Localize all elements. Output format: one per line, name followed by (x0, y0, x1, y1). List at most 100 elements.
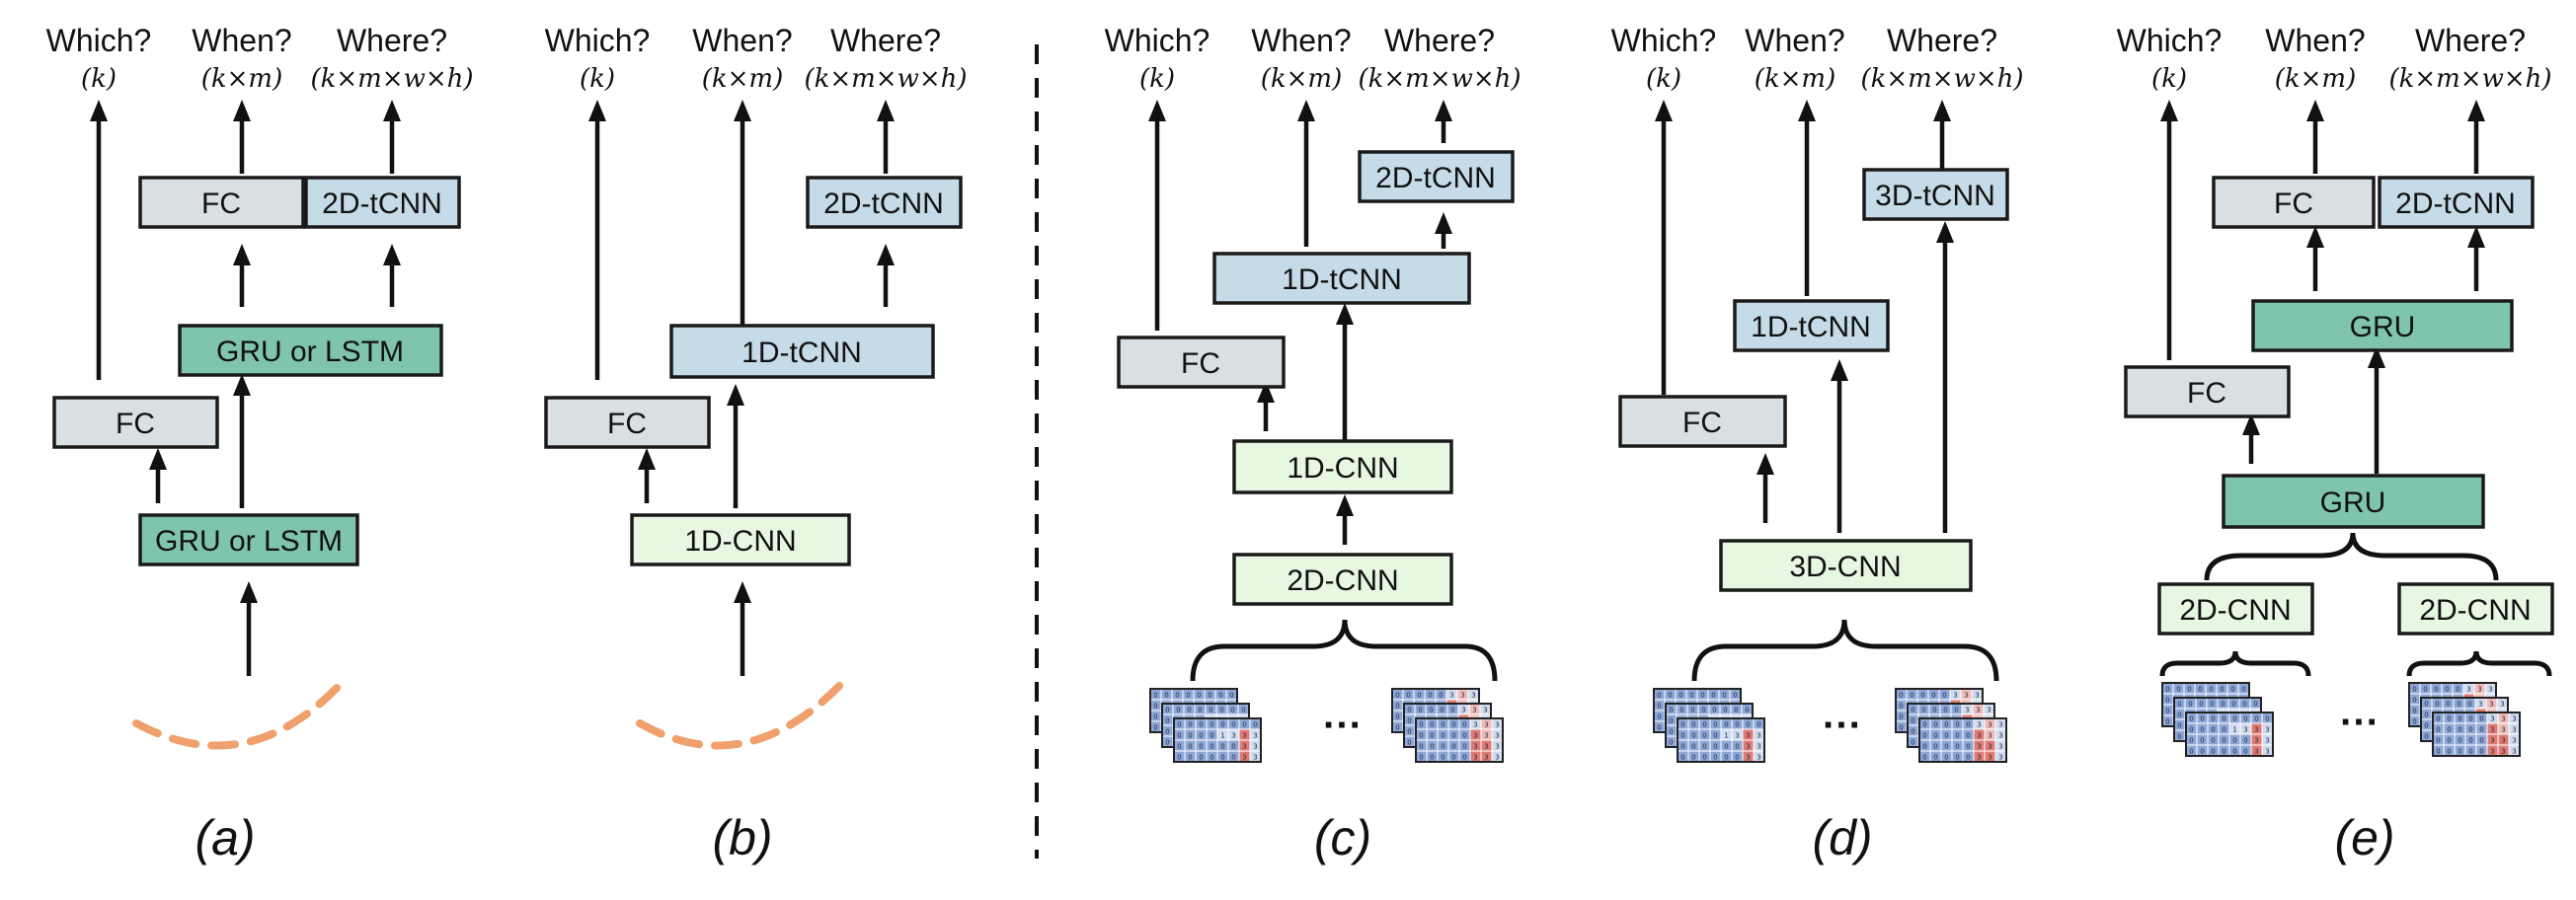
grid-digit: 3 (1756, 754, 1760, 762)
grid-digit: 3 (1495, 743, 1499, 751)
grid-digit: 3 (2489, 701, 2493, 709)
grid-digit: 0 (2436, 748, 2440, 756)
grid-digit: 0 (1713, 732, 1717, 740)
grid-digit: 0 (1724, 743, 1728, 751)
frame-stack-right: 0000033300000333000003330000033300000333… (1391, 688, 1504, 763)
grid-digit: 0 (2445, 686, 2449, 694)
svg-text:1D-tCNN: 1D-tCNN (1282, 263, 1402, 296)
dim-where: (k×m×w×h) (2388, 64, 2551, 94)
grid-digit: 3 (1242, 754, 1246, 762)
grid-digit: 0 (2187, 686, 2191, 694)
grid-digit: 3 (2265, 737, 2269, 745)
svg-text:2D-tCNN: 2D-tCNN (2395, 188, 2516, 220)
grid-digit: 0 (1669, 707, 1673, 714)
grid-digit: 3 (2501, 737, 2505, 745)
grid-digit: 3 (1231, 732, 1235, 740)
grid-digit: 0 (1920, 692, 1924, 700)
grid-digit: 3 (1988, 743, 1991, 751)
grid-digit: 3 (2501, 715, 2505, 723)
grid-digit: 0 (1407, 717, 1411, 725)
grid-digit: 0 (1451, 721, 1455, 729)
svg-text:1D-CNN: 1D-CNN (684, 525, 796, 558)
grid-digit: 0 (1722, 692, 1726, 700)
grid-digit: 1 (1220, 732, 1224, 740)
dim-when: (k×m) (1755, 64, 1835, 94)
grid-digit: 0 (1407, 707, 1411, 714)
grid-digit: 0 (1407, 739, 1411, 747)
grid-digit: 0 (1230, 707, 1234, 714)
grid-digit: 3 (2477, 686, 2481, 694)
dim-when: (k×m) (702, 64, 783, 94)
grid-digit: 0 (1462, 732, 1466, 740)
grid-digit: 3 (1977, 732, 1981, 740)
grid-digit: 0 (1153, 724, 1157, 732)
svg-text:GRU: GRU (2320, 487, 2386, 519)
tcnn-3d-box: 3D-tCNN (1862, 168, 2009, 221)
svg-text:2D-CNN: 2D-CNN (2179, 594, 2291, 627)
grid-digit: 0 (2220, 686, 2224, 694)
grid-digit: 0 (1922, 732, 1926, 740)
grid-digit: 0 (1899, 713, 1903, 721)
grid-digit: 0 (1218, 692, 1222, 700)
grid-digit: 0 (2222, 748, 2225, 756)
grid-digit: 0 (2253, 701, 2257, 709)
grid-digit: 3 (1998, 754, 2002, 762)
grid-digit: 0 (1691, 732, 1695, 740)
dim-where: (k×m×w×h) (1860, 64, 2023, 94)
grid-digit: 3 (1746, 732, 1750, 740)
frame-stack-left: 0000000000000000000000000000000000000000… (1149, 688, 1262, 763)
grid-digit: 0 (1954, 707, 1958, 714)
grid-digit: 0 (1723, 707, 1727, 714)
grid-digit: 0 (1955, 732, 1959, 740)
header-which: Which? (545, 23, 651, 58)
grid-border (1173, 717, 1262, 763)
header-when: When? (2265, 23, 2365, 58)
grid-digit: 0 (2458, 715, 2461, 723)
dim-where: (k×m×w×h) (310, 64, 473, 94)
grid-digit: 0 (1153, 692, 1157, 700)
header-which: Which? (2117, 23, 2223, 58)
grid-digit: 3 (2488, 686, 2492, 694)
input-sequence-arc (132, 680, 345, 750)
grid-digit: 0 (1177, 732, 1181, 740)
grid-digit: 0 (1208, 692, 1211, 700)
grid-digit: 0 (1724, 754, 1728, 762)
curly-brace (2159, 650, 2311, 677)
svg-text:2D-tCNN: 2D-tCNN (1375, 162, 1496, 194)
header-when: When? (1745, 23, 1844, 58)
ellipsis: ··· (1323, 704, 1363, 747)
grid-digit: 3 (1472, 707, 1476, 714)
grid-digit: 0 (1188, 732, 1192, 740)
grid-digit: 3 (1484, 732, 1488, 740)
grid-digit: 0 (2447, 715, 2451, 723)
grid-digit: 3 (1473, 743, 1477, 751)
grid-digit: 0 (1745, 707, 1749, 714)
grid-digit: 0 (1441, 754, 1444, 762)
grid-digit: 0 (1746, 721, 1750, 729)
grid-digit: 0 (1199, 721, 1203, 729)
header-where: Where? (1384, 23, 1495, 58)
grid-digit: 0 (2211, 748, 2215, 756)
svg-text:FC: FC (116, 408, 155, 440)
grid-digit: 0 (2231, 701, 2235, 709)
grid-digit: 0 (2265, 715, 2269, 723)
cnn-3d-box: 3D-CNN (1719, 539, 1973, 592)
grid-digit: 0 (1231, 743, 1235, 751)
grid-digit: 3 (1977, 743, 1981, 751)
grid-digit: 0 (1735, 743, 1739, 751)
grid-digit: 0 (1153, 703, 1157, 711)
grid-digit: 0 (2243, 737, 2247, 745)
grid-digit: 0 (1439, 692, 1443, 700)
grid-digit: 3 (2512, 748, 2516, 756)
grid-digit: 0 (2254, 715, 2258, 723)
curly-brace (1190, 619, 1498, 682)
grid-digit: 0 (2189, 715, 2193, 723)
grid-digit: 0 (2177, 701, 2181, 709)
grid-digit: 0 (1198, 707, 1202, 714)
grid-digit: 3 (1253, 743, 1257, 751)
grid-digit: 0 (2479, 726, 2483, 734)
grid-digit: 0 (2200, 737, 2204, 745)
grid-digit: 3 (2512, 715, 2516, 723)
cnn-2d-box: 2D-CNN (2397, 582, 2554, 636)
